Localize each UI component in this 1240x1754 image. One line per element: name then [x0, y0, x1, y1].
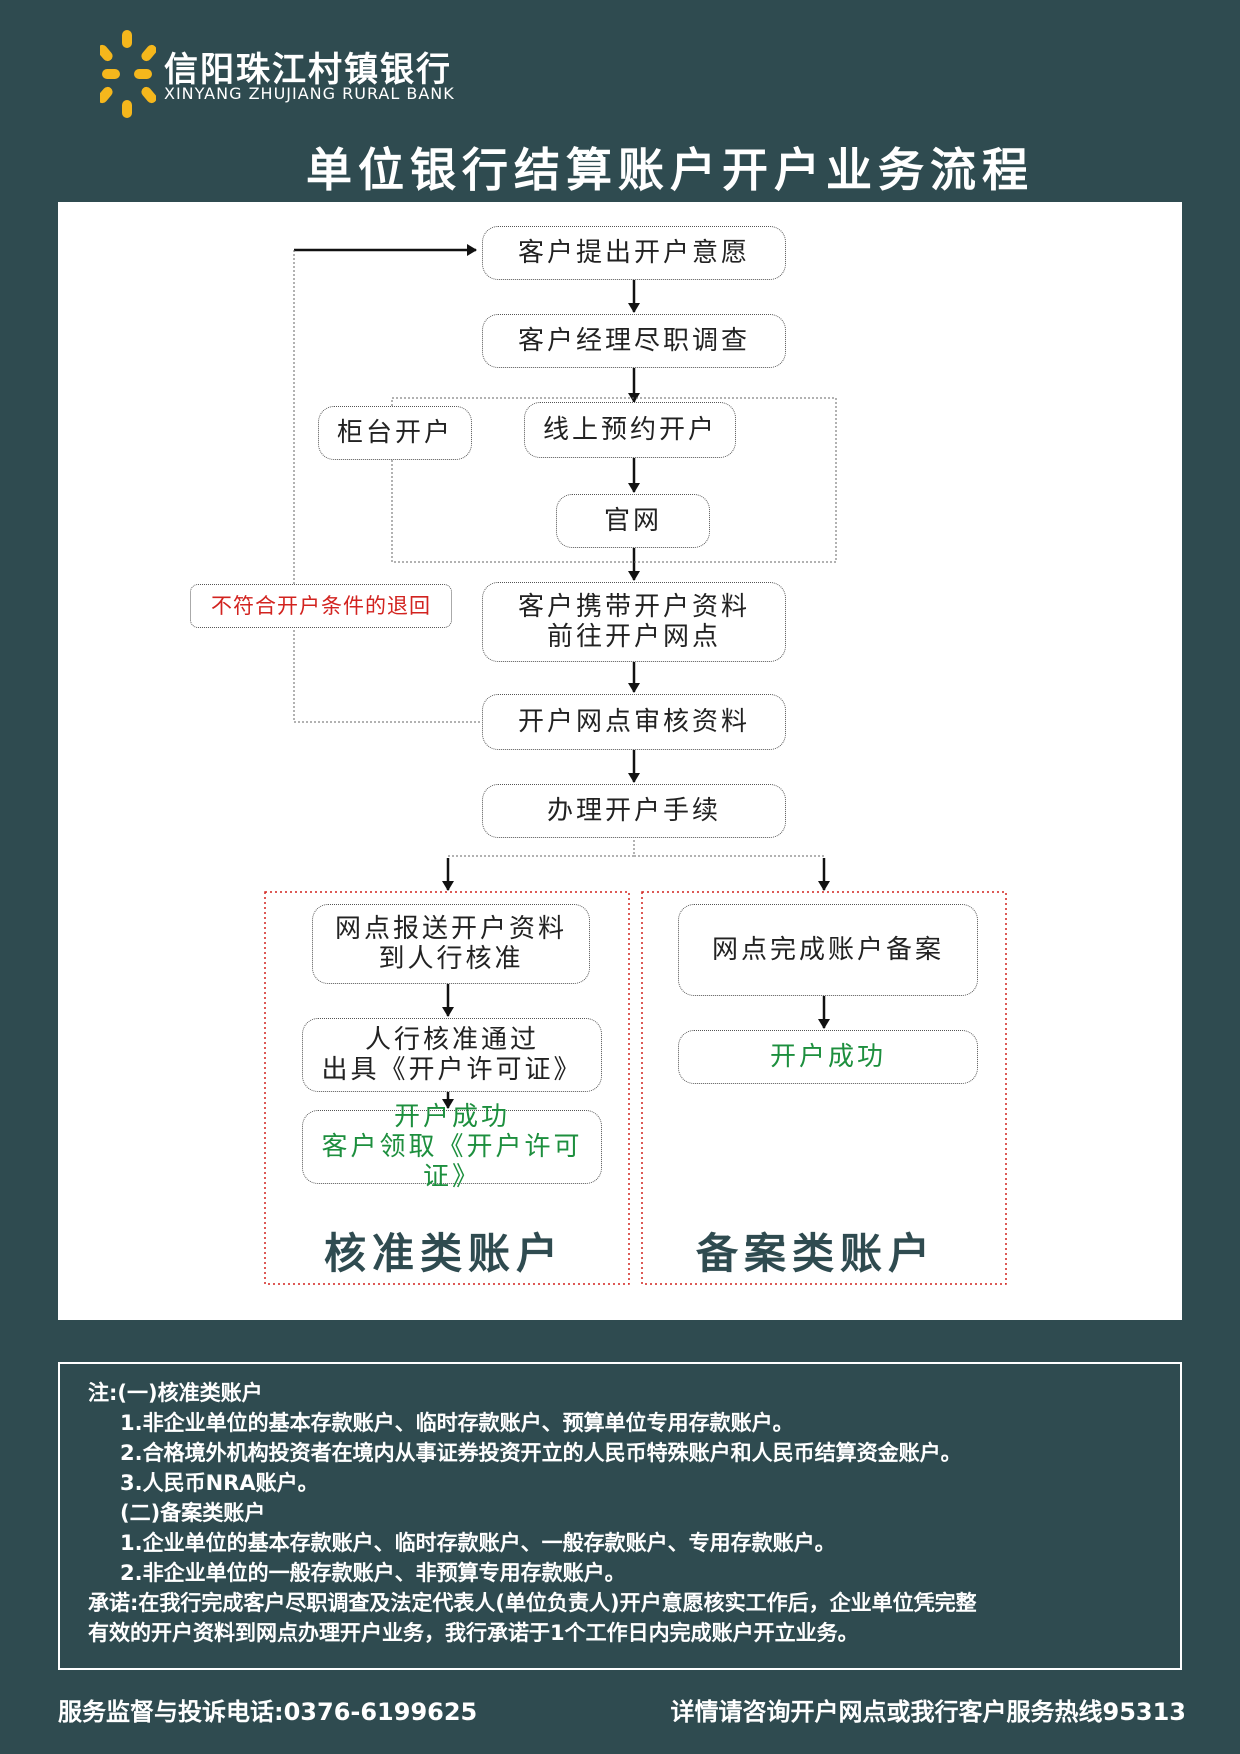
step-request: 客户提出开户意愿 — [482, 226, 786, 280]
step-due-diligence: 客户经理尽职调查 — [482, 314, 786, 368]
step-online: 线上预约开户 — [524, 402, 736, 458]
step-review: 开户网点审核资料 — [482, 694, 786, 750]
note-line: 有效的开户资料到网点办理开户业务，我行承诺于1个工作日内完成账户开立业务。 — [88, 1621, 859, 1645]
step-counter: 柜台开户 — [318, 406, 472, 460]
step-approval-success: 开户成功 客户领取《开户许可证》 — [302, 1102, 602, 1192]
bank-logo: 信阳珠江村镇银行 XINYANG ZHUJIANG RURAL BANK — [100, 26, 500, 122]
service-hotline: 详情请咨询开户网点或我行客户服务热线95313 — [670, 1698, 1187, 1726]
flowchart-panel: 客户提出开户意愿 客户经理尽职调查 柜台开户 线上预约开户 官网 客户携带开户资… — [58, 202, 1182, 1320]
note-line: 注:(一)核准类账户 — [88, 1381, 263, 1405]
complaint-phone: 服务监督与投诉电话:0376-6199625 — [58, 1698, 478, 1726]
note-line: 2.合格境外机构投资者在境内从事证券投资开立的人民币特殊账户和人民币结算资金账户… — [120, 1441, 962, 1465]
step-filing-complete: 网点完成账户备案 — [678, 904, 978, 996]
filing-group-label: 备案类账户 — [696, 1229, 937, 1278]
step-website: 官网 — [556, 494, 710, 548]
note-line: 承诺:在我行完成客户尽职调查及法定代表人(单位负责人)开户意愿核实工作后，企业单… — [88, 1591, 977, 1615]
page-title: 单位银行结算账户开户业务流程 — [306, 143, 1034, 197]
step-bring-docs: 客户携带开户资料 前往开户网点 — [482, 582, 786, 662]
bank-name-cn: 信阳珠江村镇银行 — [164, 50, 452, 90]
note-line: 2.非企业单位的一般存款账户、非预算专用存款账户。 — [120, 1561, 626, 1585]
step-filing-success: 开户成功 — [678, 1030, 978, 1084]
bank-name-en: XINYANG ZHUJIANG RURAL BANK — [164, 84, 455, 103]
note-line: (二)备案类账户 — [120, 1501, 266, 1525]
step-pboc-approved: 人行核准通过 出具《开户许可证》 — [302, 1018, 602, 1092]
flow-connectors — [264, 244, 1007, 1285]
step-process: 办理开户手续 — [482, 784, 786, 838]
notes-box: 注:(一)核准类账户 1.非企业单位的基本存款账户、临时存款账户、预算单位专用存… — [58, 1362, 1182, 1670]
reject-label: 不符合开户条件的退回 — [190, 584, 452, 628]
approval-group-label: 核准类账户 — [324, 1229, 565, 1278]
logo-emblem-icon — [100, 30, 156, 118]
note-line: 1.企业单位的基本存款账户、临时存款账户、一般存款账户、专用存款账户。 — [120, 1531, 836, 1555]
note-line: 1.非企业单位的基本存款账户、临时存款账户、预算单位专用存款账户。 — [120, 1411, 794, 1435]
note-line: 3.人民币NRA账户。 — [120, 1471, 319, 1495]
step-submit-pboc: 网点报送开户资料 到人行核准 — [312, 904, 590, 984]
